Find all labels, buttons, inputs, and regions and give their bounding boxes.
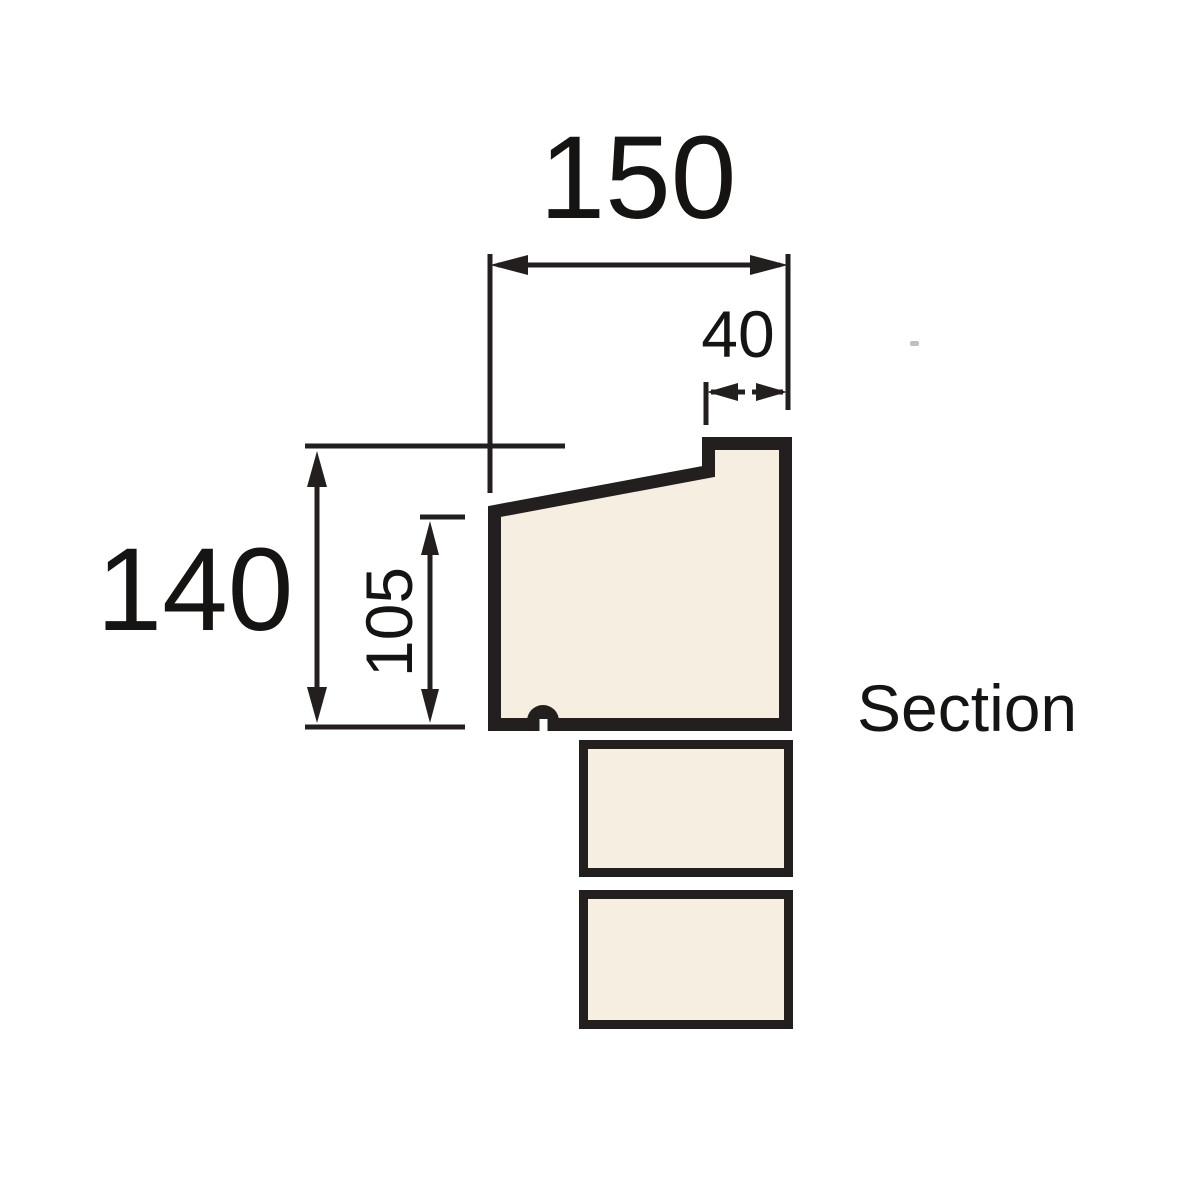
dimension-label-105: 105 — [352, 567, 426, 677]
arrow-right-icon — [756, 383, 787, 401]
dimension-overhang: 40 — [701, 297, 787, 425]
coping-outline — [488, 437, 792, 731]
drip-groove-slot — [539, 719, 548, 734]
arrow-down-icon — [307, 687, 327, 723]
arrow-right-icon — [750, 255, 788, 275]
arrow-up-icon — [421, 521, 439, 555]
arrow-up-icon — [307, 451, 327, 487]
coping-stone-section — [488, 437, 792, 734]
brickwork — [579, 740, 793, 1029]
dimension-overall-height: 140 — [97, 443, 565, 730]
brick-lower — [579, 890, 793, 1029]
dimension-label-40: 40 — [701, 297, 774, 371]
arrow-left-icon — [490, 255, 528, 275]
dimension-label-140: 140 — [97, 524, 294, 656]
arrow-left-icon — [707, 383, 738, 401]
dimension-label-150: 150 — [540, 112, 737, 244]
dimension-top-width: 150 — [487, 112, 791, 493]
section-caption: Section — [857, 671, 1077, 745]
arrow-down-icon — [421, 689, 439, 723]
print-speck — [910, 341, 919, 346]
brick-upper — [579, 740, 793, 877]
dimension-face-height: 105 — [352, 514, 465, 723]
drip-groove-dome — [527, 705, 559, 721]
